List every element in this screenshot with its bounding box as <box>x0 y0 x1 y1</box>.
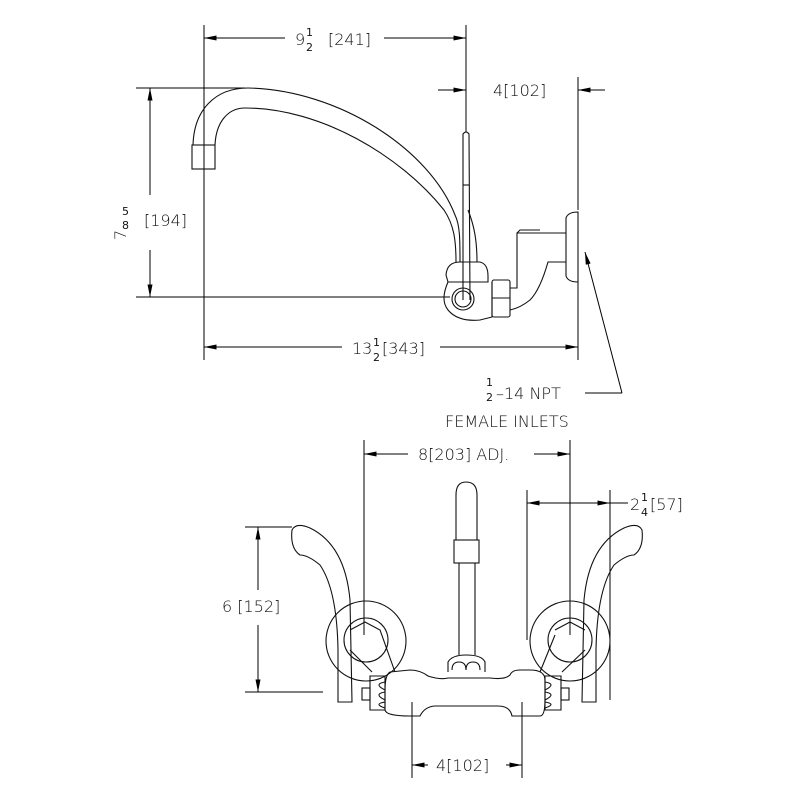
dim-num: 1 <box>306 26 313 39</box>
dim-wall-offset: 4[102] <box>438 81 605 100</box>
dim-body: 4[102] <box>412 756 522 775</box>
note-den: 2 <box>486 391 493 404</box>
dim-whole: 9 <box>295 30 305 49</box>
left-stop <box>361 675 386 711</box>
dim-whole: 7 <box>111 230 130 240</box>
dim-centers: 8[203] ADJ. <box>364 445 570 464</box>
right-stop <box>544 675 570 711</box>
right-wrist-handle <box>581 524 643 703</box>
note-inlets: FEMALE INLETS <box>445 412 569 431</box>
inlet-note: 1 2 –14 NPT FEMALE INLETS <box>445 251 623 431</box>
dim-metric: [57] <box>650 495 683 514</box>
dim-whole: 2 <box>630 495 640 514</box>
dim-label: 4[102] <box>493 81 546 100</box>
left-wrist-handle <box>291 524 353 703</box>
dim-metric: [194] <box>144 211 187 230</box>
dim-label: 4[102] <box>436 756 489 775</box>
dim-metric: [343] <box>382 339 425 358</box>
side-view: 9 1 2 [241] 4[102] 7 5 8 [194] 13 <box>111 25 623 431</box>
lever-handle <box>462 131 471 301</box>
valve-body <box>384 669 546 717</box>
left-flange <box>325 600 407 682</box>
dim-num: 1 <box>641 491 648 504</box>
valve-body <box>443 211 579 321</box>
note-thread: –14 NPT <box>496 384 561 403</box>
front-view: 8[203] ADJ. 2 1 4 [57] 6 [152] 4[102] <box>222 440 683 778</box>
dim-den: 2 <box>306 41 313 54</box>
dim-num: 1 <box>373 336 380 349</box>
dim-den: 4 <box>641 506 648 519</box>
dim-label: 6 [152] <box>222 597 280 616</box>
dim-height: 6 [152] <box>222 527 280 692</box>
note-num: 1 <box>486 376 493 389</box>
dim-whole: 13 <box>352 339 372 358</box>
dim-overall: 13 1 2 [343] <box>204 336 578 364</box>
spout <box>447 481 486 672</box>
spout <box>191 87 478 263</box>
dim-den: 8 <box>122 219 129 232</box>
dim-den: 2 <box>373 351 380 364</box>
dim-label: 8[203] ADJ. <box>418 445 509 464</box>
dim-num: 5 <box>122 205 129 218</box>
dim-height: 7 5 8 [194] <box>111 88 187 297</box>
dim-spout-reach: 9 1 2 [241] <box>204 26 466 54</box>
right-flange <box>529 600 611 682</box>
dim-flange: 2 1 4 [57] <box>527 491 683 519</box>
dim-metric: [241] <box>328 30 371 49</box>
